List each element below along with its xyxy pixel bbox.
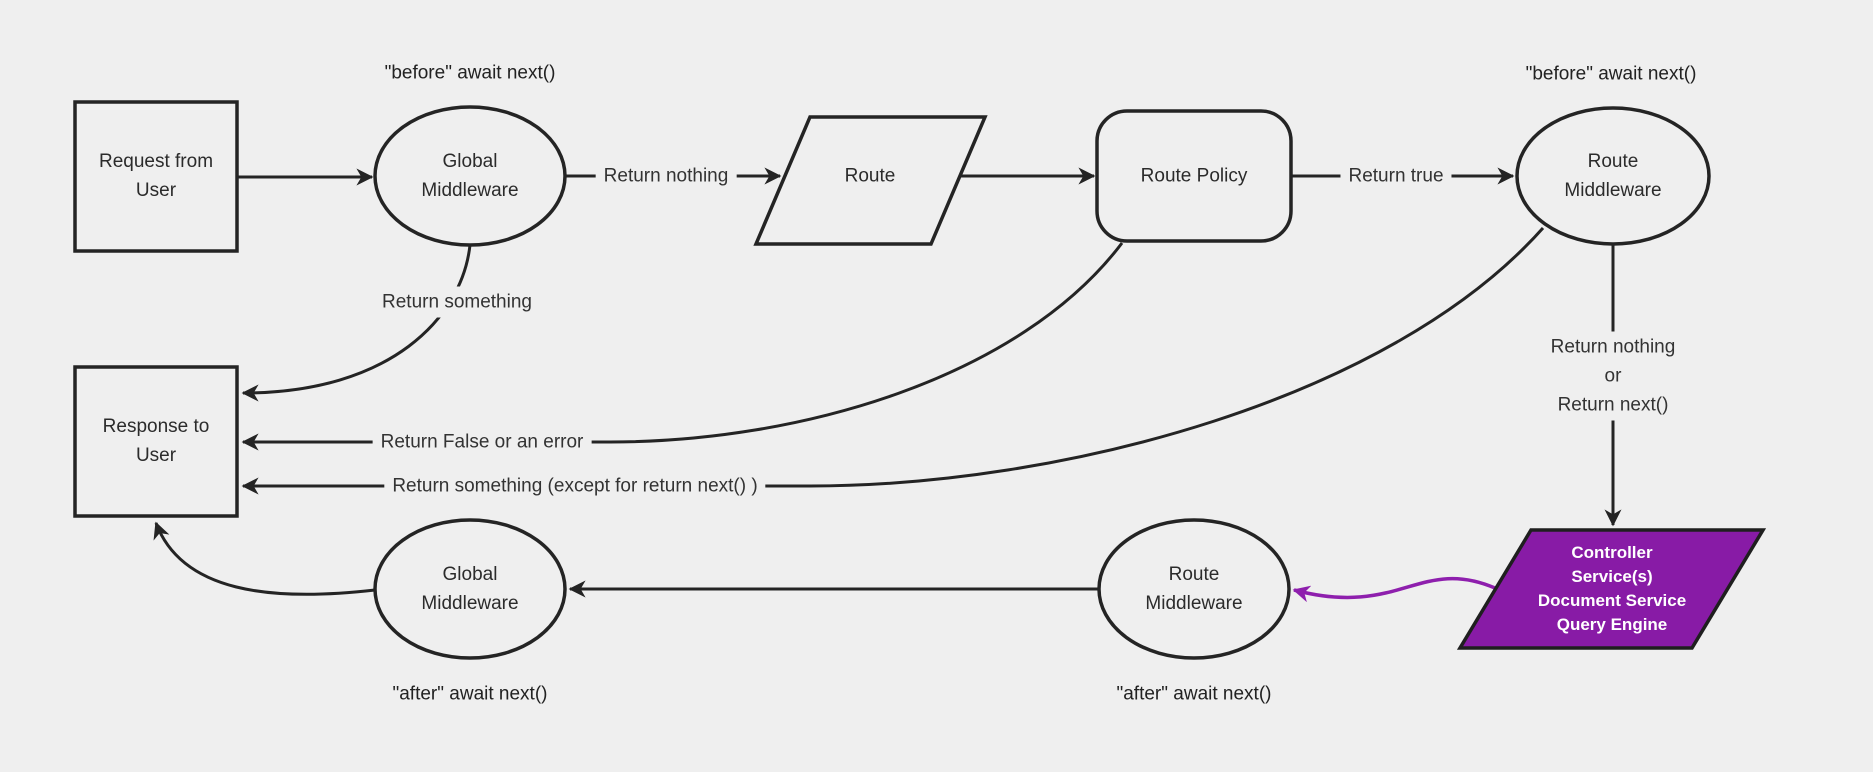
controller-services-label: Controller Service(s) Document Service Q… xyxy=(1537,543,1687,634)
response-node-label: Response to User xyxy=(102,416,210,466)
node-global-middleware-bottom xyxy=(373,518,567,660)
annotation-before-await-next-right: "before" await next() xyxy=(1525,63,1697,85)
edge-label-return-true: Return true xyxy=(1340,160,1452,192)
node-route-middleware-top xyxy=(1515,106,1711,246)
route-middleware-bottom-label: Route Middleware xyxy=(1145,564,1243,614)
node-request-box xyxy=(73,100,239,253)
edge-label-return-nothing-or-next: Return nothing or Return next() xyxy=(1542,331,1684,421)
global-middleware-bottom-label: Global Middleware xyxy=(421,564,519,614)
global-middleware-top-label: Global Middleware xyxy=(421,151,519,201)
route-policy-label: Route Policy xyxy=(1140,165,1248,187)
edge-route-middleware-to-response xyxy=(241,227,1545,495)
edge-label-return-false-or-error: Return False or an error xyxy=(372,426,592,458)
node-route xyxy=(753,115,988,246)
edge-global-middleware-bottom-to-response xyxy=(153,521,376,596)
edge-route-policy-to-response xyxy=(241,242,1124,451)
node-controller-services xyxy=(1456,528,1767,650)
annotation-after-await-next-right: "after" await next() xyxy=(1116,683,1272,705)
edge-label-return-something-except: Return something (except for return next… xyxy=(384,470,766,502)
route-middleware-top-label: Route Middleware xyxy=(1564,151,1662,201)
node-route-policy xyxy=(1095,109,1293,243)
node-global-middleware-top xyxy=(373,105,567,247)
edge-global-middleware-to-response xyxy=(241,244,472,402)
edge-controller-to-route-middleware-bottom xyxy=(1292,576,1496,603)
edge-label-return-nothing: Return nothing xyxy=(595,160,737,192)
route-node-label: Route xyxy=(844,165,896,187)
node-route-middleware-bottom xyxy=(1097,518,1291,660)
node-response-box xyxy=(73,365,239,518)
annotation-after-await-next-left: "after" await next() xyxy=(392,683,548,705)
edge-label-return-something: Return something xyxy=(374,286,540,318)
annotation-before-await-next-left: "before" await next() xyxy=(384,62,556,84)
request-node-label: Request from User xyxy=(98,151,214,201)
